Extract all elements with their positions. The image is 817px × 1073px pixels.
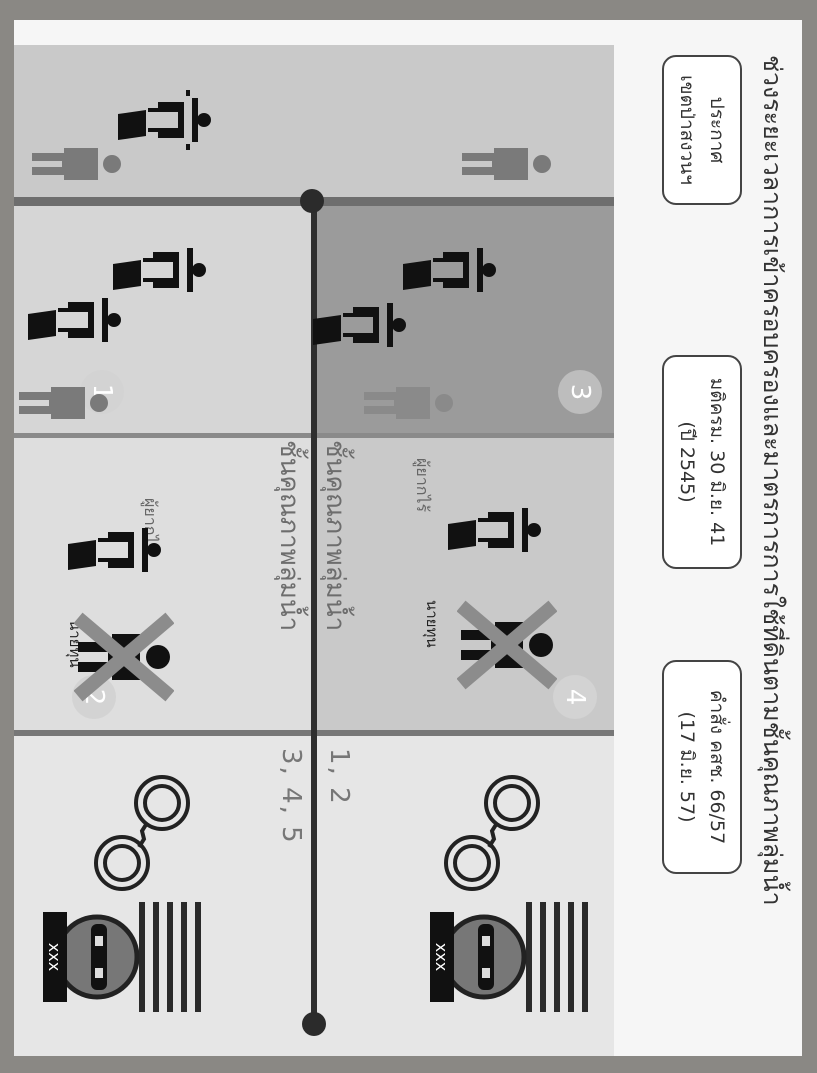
prisoner-icon: xxx	[43, 902, 201, 1012]
zone-classes-lower: 3, 4, 5	[276, 748, 306, 845]
zone-label-upper: ชั้นคุณภาพลุ่มน้ำ	[320, 440, 350, 632]
case-number-3: 3	[558, 370, 602, 414]
official-icon	[403, 248, 496, 292]
handcuffs-icon	[444, 775, 540, 891]
date-box-line: คำสั่ง คสช. 66/57	[706, 689, 728, 845]
official-icon	[118, 90, 211, 150]
capitalist-icon	[457, 600, 557, 690]
date-box-line: มติครม. 30 มิ.ย. 41	[706, 377, 728, 547]
official-icon	[28, 298, 121, 342]
timeline-dot-end	[302, 1012, 326, 1036]
villager-icon	[462, 148, 551, 180]
villager-icon	[32, 148, 121, 180]
capitalist-icon	[74, 612, 174, 702]
timeline-dot-start	[300, 189, 324, 213]
official-icon	[68, 528, 161, 572]
date-box-forest-reserve: ประกาศ เขตป่าสงวนฯ	[662, 55, 742, 205]
diagram-title: ช่วงระยะเวลาการเข้าครอบครองและมาตรการการ…	[758, 55, 787, 906]
diagram: ช่วงระยะเวลาการเข้าครอบครองและมาตรการการ…	[14, 20, 802, 1056]
date-box-ncpo-order: คำสั่ง คสช. 66/57 (17 มิ.ย. 57)	[662, 660, 742, 874]
label-poor-upper: ผู้ยากไร้	[413, 458, 432, 513]
official-icon	[448, 508, 541, 552]
date-box-cabinet-resolution: มติครม. 30 มิ.ย. 41 (ปี 2545)	[662, 355, 742, 569]
official-icon	[313, 303, 406, 347]
label-capitalist-upper: นายทุน	[423, 600, 441, 648]
prisoner-icon: xxx	[430, 902, 588, 1012]
date-box-line: (ปี 2545)	[676, 421, 698, 503]
date-box-line: เขตป่าสงวนฯ	[676, 75, 698, 185]
date-box-line: (17 มิ.ย. 57)	[676, 711, 698, 823]
case-number-4: 4	[553, 675, 597, 719]
date-box-line: ประกาศ	[706, 96, 728, 164]
zone-classes-upper: 1, 2	[324, 748, 354, 806]
zone-label-lower: ชั้นคุณภาพลุ่มน้ำ	[274, 440, 304, 632]
official-icon	[113, 248, 206, 292]
villager-icon	[19, 387, 108, 419]
handcuffs-icon	[94, 775, 190, 891]
svg-text:xxx: xxx	[432, 943, 451, 971]
svg-text:xxx: xxx	[45, 943, 64, 971]
villager-icon	[364, 387, 453, 419]
